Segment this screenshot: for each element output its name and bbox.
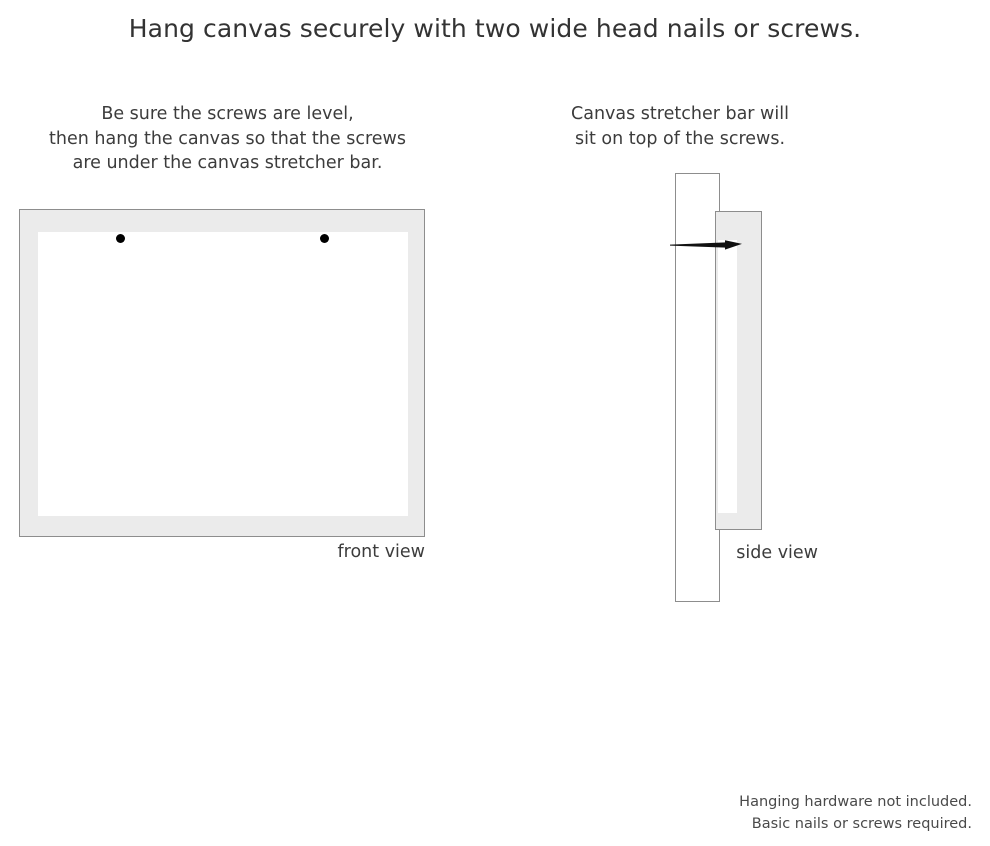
side-view-caption: Canvas stretcher bar will sit on top of … (515, 102, 845, 151)
footer-note: Hanging hardware not included. Basic nai… (0, 791, 972, 835)
canvas-frame-front (19, 209, 425, 537)
front-view-diagram (19, 209, 425, 537)
side-view-diagram (660, 165, 840, 602)
side-view-label: side view (736, 543, 818, 563)
screw-dot-right (320, 234, 329, 243)
canvas-face-side (718, 240, 737, 513)
side-view-caption-line-1: Canvas stretcher bar will (571, 104, 789, 124)
front-view-caption-line-2: then hang the canvas so that the screws (49, 128, 406, 149)
page-title: Hang canvas securely with two wide head … (128, 14, 862, 43)
footer-line-1: Hanging hardware not included. (739, 794, 972, 810)
screw-dot-left (116, 234, 125, 243)
front-view-caption: Be sure the screws are level, then hang … (0, 102, 455, 176)
front-view-caption-line-1: Be sure the screws are level, (101, 104, 354, 124)
nail-icon (670, 240, 742, 250)
side-view-caption-line-2: sit on top of the screws. (574, 128, 786, 149)
front-view-caption-line-3: are under the canvas stretcher bar. (72, 153, 383, 173)
front-view-label: front view (337, 542, 426, 562)
canvas-face-front (38, 232, 408, 516)
footer-line-2: Basic nails or screws required. (751, 816, 972, 832)
